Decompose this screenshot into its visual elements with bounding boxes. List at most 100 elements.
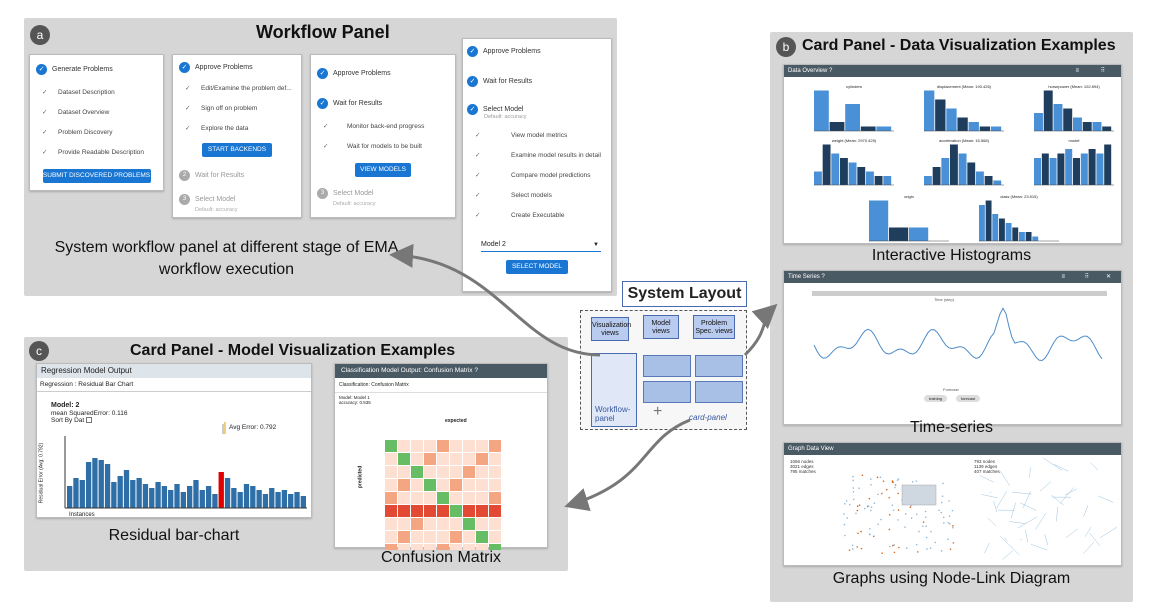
confusion-header: Classification Model Output: Confusion M… [335, 364, 547, 378]
model-select-value: Model 2 [481, 241, 506, 248]
graph-node [881, 552, 883, 554]
substep-item[interactable]: Dataset Overview [30, 103, 163, 123]
confusion-matrix-grid[interactable] [335, 420, 547, 550]
substep-item[interactable]: Compare model predictions [463, 166, 611, 186]
time-series-svg[interactable] [784, 285, 1121, 415]
substep-item[interactable]: Provide Readable Description [30, 143, 163, 163]
graph-node [845, 500, 848, 502]
sort-by-checkbox[interactable]: Sort By Dat [51, 417, 93, 424]
substep-item[interactable]: Select models [463, 186, 611, 206]
model-select[interactable]: Model 2 ▼ [481, 238, 601, 252]
residual-bar [85, 462, 92, 508]
matrix-cell [385, 544, 397, 550]
graph-node [894, 484, 897, 486]
submit-discovered-problems-button[interactable]: SUBMIT DISCOVERED PROBLEMS [42, 169, 151, 183]
step-approve-problems[interactable]: ✓Approve Problems [467, 45, 611, 59]
menu-icon[interactable]: ≡ [1075, 68, 1079, 74]
matrix-cell [450, 531, 462, 543]
legend-forecast[interactable]: forecast [956, 395, 981, 402]
matrix-cell [411, 505, 423, 517]
histogram-bar [840, 158, 848, 185]
graph-node [893, 543, 895, 546]
matrix-cell [450, 492, 462, 504]
residual-bar [136, 478, 142, 508]
drag-icon[interactable]: ⠿ [1100, 68, 1105, 74]
matrix-cell [437, 453, 449, 465]
graph-node [891, 504, 894, 506]
residual-bar [300, 496, 306, 508]
substep-item[interactable]: Monitor back-end progress [311, 117, 455, 137]
histogram-bar [1034, 113, 1043, 131]
menu-icon[interactable]: ≡ [1061, 274, 1065, 280]
substep-item[interactable]: Dataset Description [30, 83, 163, 103]
model-visualization-panel-region: c Card Panel - Model Visualization Examp… [24, 337, 568, 571]
stat-line: 1066 nodes [790, 459, 814, 464]
residual-bar [199, 490, 205, 508]
residual-bar-chart[interactable] [37, 412, 311, 512]
step-label: Approve Problems [483, 48, 541, 55]
legend-training[interactable]: training [924, 395, 948, 402]
matrix-cell [437, 544, 449, 550]
matrix-cell [385, 505, 397, 517]
help-icon[interactable]: ? [829, 68, 833, 74]
histogram-bar [990, 126, 1002, 131]
drag-icon[interactable]: ⠿ [1084, 274, 1089, 280]
matrix-cell [463, 531, 475, 543]
step-generate-problems[interactable]: ✓Generate Problems [36, 63, 163, 77]
regression-card: Regression Model Output Regression : Res… [36, 363, 312, 518]
graph-edge [1065, 528, 1078, 539]
histogram-bar [984, 176, 993, 185]
residual-bar [281, 490, 288, 508]
substep-item[interactable]: Wait for models to be built [311, 137, 455, 157]
histogram-bar [935, 99, 946, 131]
checkbox-icon[interactable] [86, 417, 93, 424]
substep-item[interactable]: Examine model results in detail [463, 146, 611, 166]
step-approve-problems[interactable]: ✓Approve Problems [179, 61, 301, 75]
step-wait-for-results[interactable]: ✓Wait for Results [467, 75, 611, 89]
view-models-button[interactable]: VIEW MODELS [355, 163, 411, 177]
graph-node [844, 534, 846, 537]
time-range-slider[interactable] [812, 291, 1107, 296]
graph-node [852, 475, 854, 478]
graph-node [870, 506, 873, 508]
step-wait-for-results[interactable]: ✓Wait for Results [317, 97, 455, 111]
node-link-svg[interactable] [784, 455, 1121, 565]
help-icon[interactable]: ? [821, 274, 825, 280]
node-tooltip [901, 484, 937, 506]
substep-label: Wait for models to be built [347, 143, 422, 150]
residual-bar [212, 494, 218, 508]
graph-node [922, 525, 924, 527]
card-slot [695, 381, 743, 403]
substep-item[interactable]: View model metrics [463, 126, 611, 146]
substep-item[interactable]: Edit/Examine the problem def... [173, 79, 301, 99]
graph-node [888, 528, 891, 531]
substep-label: Dataset Overview [58, 109, 110, 116]
graph-node [852, 487, 855, 489]
select-model-button[interactable]: SELECT MODEL [506, 260, 568, 274]
histogram-bar [857, 167, 866, 185]
step-select-model[interactable]: ✓Select Model [467, 103, 611, 117]
substep-item[interactable]: Explore the data [173, 119, 301, 139]
start-backends-button[interactable]: START BACKENDS [202, 143, 272, 157]
substep-item[interactable]: Sign off on problem [173, 99, 301, 119]
substep-item[interactable]: Create Executable [463, 206, 611, 226]
substep-item[interactable]: Problem Discovery [30, 123, 163, 143]
graph-node [940, 511, 943, 514]
graph-node [942, 516, 945, 519]
graph-node [892, 544, 894, 547]
help-icon[interactable]: ? [474, 367, 478, 374]
regression-xlabel: Instances [69, 512, 95, 518]
step-label: Wait for Results [195, 172, 245, 179]
histogram-title: cylinders [846, 84, 862, 89]
step-approve-problems[interactable]: ✓Approve Problems [317, 67, 455, 81]
graph-node [879, 476, 882, 479]
close-icon[interactable]: ✕ [1105, 274, 1111, 280]
histogram-bar [1019, 232, 1025, 241]
graph-node [904, 526, 906, 528]
histogram-bar [950, 144, 958, 185]
step-label: Wait for Results [483, 78, 533, 85]
